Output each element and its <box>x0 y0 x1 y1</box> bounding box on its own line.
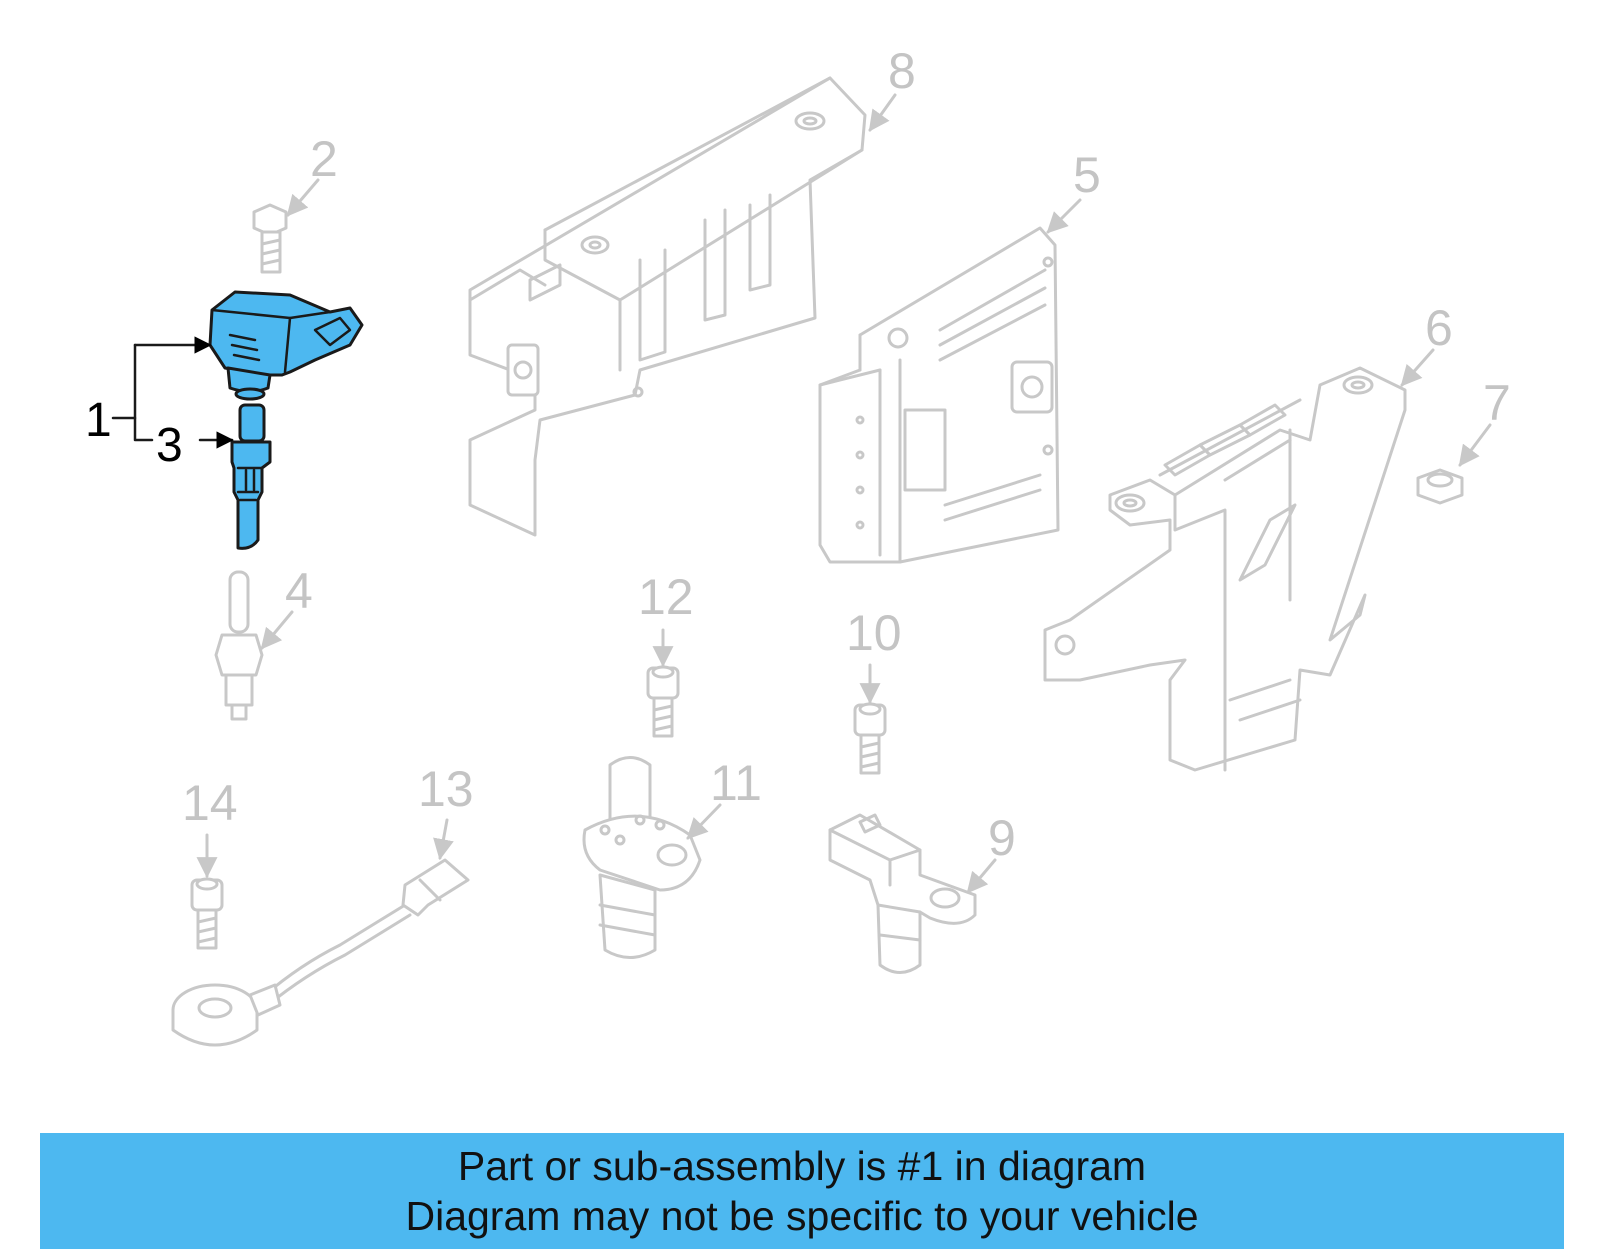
callout-10: 10 <box>846 605 902 661</box>
callout-5: 5 <box>1073 147 1101 203</box>
leader-11 <box>686 803 722 840</box>
callout-2: 2 <box>310 131 338 187</box>
leader-5 <box>1046 198 1082 234</box>
leader-13 <box>433 818 454 861</box>
part-13-knock-sensor <box>171 858 470 1047</box>
leader-2 <box>286 178 320 217</box>
banner-line-2: Diagram may not be specific to your vehi… <box>405 1193 1199 1239</box>
part-5-ecu <box>818 226 1060 564</box>
callout-8: 8 <box>888 43 916 99</box>
banner-line-1: Part or sub-assembly is #1 in diagram <box>457 1143 1147 1189</box>
part-6-bracket <box>1043 366 1407 772</box>
leader-8 <box>868 93 897 132</box>
callout-11: 11 <box>710 755 762 811</box>
leader-9 <box>966 858 997 894</box>
boot-top <box>238 403 266 443</box>
highlight-leaders <box>111 336 234 449</box>
callout-14: 14 <box>182 775 238 831</box>
part-8-bracket <box>468 76 867 537</box>
callout-1: 1 <box>85 394 112 447</box>
callout-labels: 1 3 2 8 5 6 7 4 12 10 14 13 11 9 <box>85 43 1511 866</box>
callout-7: 7 <box>1483 375 1511 431</box>
part-14-bolt <box>190 877 224 950</box>
callout-6: 6 <box>1425 300 1453 356</box>
callout-12: 12 <box>638 569 694 625</box>
part-9-sensor <box>828 813 977 974</box>
parts-diagram: 1 3 2 8 5 6 7 4 12 10 14 13 11 9 <box>85 43 1511 1047</box>
callout-3: 3 <box>156 419 183 472</box>
part-10-bolt <box>853 702 887 775</box>
part-3-coil-boot <box>230 403 272 550</box>
part-11-sensor <box>582 756 702 959</box>
part-2-bolt <box>252 203 288 274</box>
info-banner: Part or sub-assembly is #1 in diagram Di… <box>40 1133 1564 1249</box>
leader-4 <box>260 610 294 650</box>
part-1-ignition-coil <box>208 290 364 401</box>
callout-4: 4 <box>285 563 313 619</box>
callout-9: 9 <box>988 810 1016 866</box>
part-7-nut <box>1416 468 1464 505</box>
callout-13: 13 <box>418 761 474 817</box>
ghost-leaders <box>196 93 1492 894</box>
leader-7 <box>1458 423 1492 467</box>
part-12-bolt <box>646 665 680 738</box>
leader-6 <box>1400 348 1435 387</box>
part-4-spark-plug <box>214 570 264 721</box>
